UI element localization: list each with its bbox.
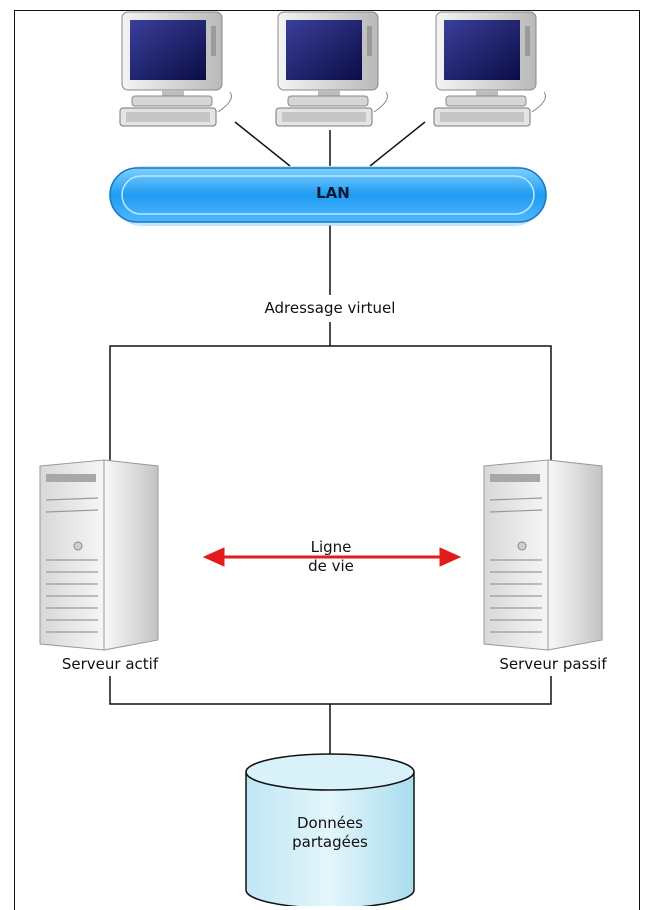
computer-icon [119, 11, 232, 127]
heartbeat-label: Ligne de vie [286, 538, 376, 576]
passive-server-label: Serveur passif [499, 655, 607, 673]
storage-label-line2: partagées [292, 833, 368, 851]
active-server-label: Serveur actif [61, 655, 159, 673]
storage-label: Données partagées [270, 814, 390, 852]
heartbeat-label-line1: Ligne [310, 538, 352, 556]
computer-icon [275, 11, 388, 127]
heartbeat-arrow [202, 547, 462, 567]
server-tower-icon [483, 459, 603, 651]
diagram-frame [14, 10, 640, 910]
database-cylinder-icon [245, 753, 415, 906]
lan-bar [109, 166, 547, 226]
storage-label-line1: Données [296, 814, 363, 832]
connection-lines [109, 121, 552, 760]
lan-label: LAN [316, 184, 350, 202]
virtual-address-label: Adressage virtuel [264, 299, 396, 317]
heartbeat-label-line2: de vie [308, 557, 354, 575]
server-tower-icon [39, 459, 159, 651]
computer-icon [433, 11, 546, 127]
